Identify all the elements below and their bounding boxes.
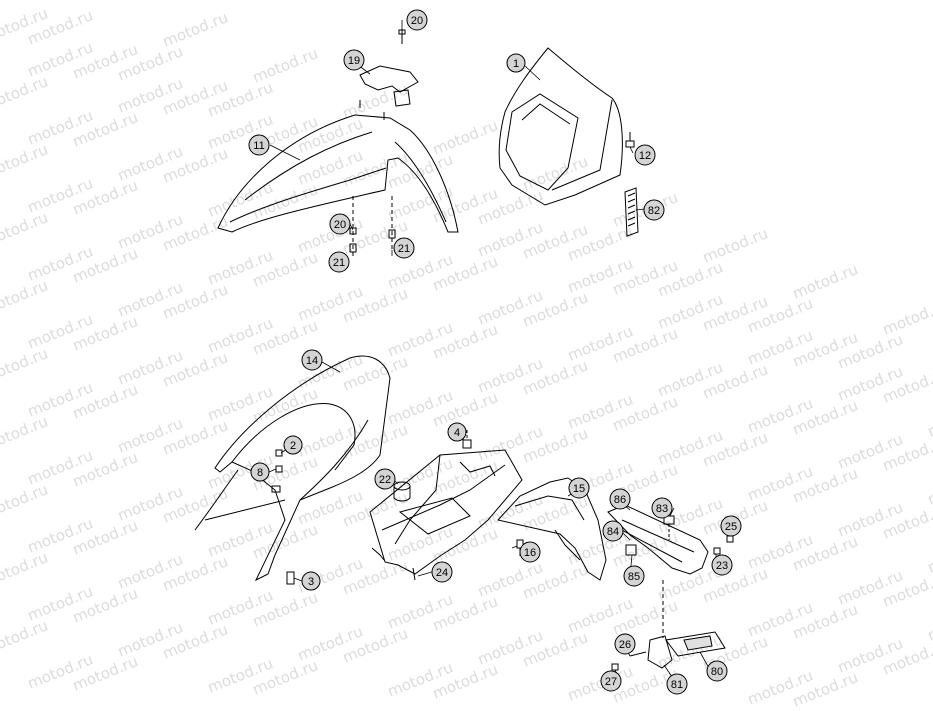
svg-text:26: 26 (619, 639, 631, 651)
svg-text:22: 22 (379, 474, 391, 486)
callout-25: 25 (720, 515, 742, 537)
callout-1: 1 (506, 53, 526, 73)
license-light-bracket-part-81 (611, 580, 726, 671)
rear-mudflap-part-15 (497, 477, 607, 581)
leader-lines (268, 20, 729, 685)
callout-82: 82 (643, 199, 665, 221)
rear-frame-part-24 (369, 430, 523, 581)
callout-8: 8 (250, 462, 270, 482)
svg-text:8: 8 (257, 467, 263, 479)
callout-19: 19 (343, 49, 365, 71)
callout-22: 22 (374, 468, 396, 490)
svg-text:84: 84 (607, 526, 619, 538)
screw-part-12 (625, 132, 635, 148)
svg-text:14: 14 (306, 355, 318, 367)
svg-text:20: 20 (411, 15, 423, 27)
callout-83: 83 (651, 497, 673, 519)
callout-86: 86 (609, 488, 631, 510)
callout-2: 2 (283, 435, 303, 455)
svg-text:1: 1 (513, 58, 519, 70)
svg-text:15: 15 (573, 483, 585, 495)
svg-text:86: 86 (614, 494, 626, 506)
callout-26: 26 (614, 633, 636, 655)
side-cover-fasteners (271, 449, 295, 585)
callout-24: 24 (431, 561, 453, 583)
svg-text:3: 3 (308, 576, 314, 588)
callout-layer: 1 2 3 4 8 11 12 14 15 16 19 20 20 21 21 … (248, 9, 742, 695)
callout-16: 16 (519, 541, 541, 563)
callout-15: 15 (568, 477, 590, 499)
front-fender-part (217, 100, 459, 233)
svg-text:11: 11 (253, 140, 264, 152)
svg-text:82: 82 (648, 205, 660, 217)
svg-text:24: 24 (436, 567, 448, 579)
callout-27: 27 (600, 670, 622, 692)
callout-81: 81 (666, 673, 688, 695)
svg-text:27: 27 (605, 676, 617, 688)
svg-text:4: 4 (454, 427, 460, 439)
svg-text:21: 21 (333, 257, 345, 269)
callout-4: 4 (447, 422, 467, 442)
svg-text:85: 85 (628, 571, 640, 583)
svg-text:25: 25 (725, 521, 737, 533)
grommet-part-22 (393, 481, 411, 502)
callout-21-right: 21 (393, 237, 415, 259)
fender-bolts-part-21 (349, 196, 396, 256)
svg-text:19: 19 (348, 55, 360, 67)
svg-text:12: 12 (639, 150, 651, 162)
svg-text:21: 21 (398, 243, 410, 255)
callout-11: 11 (248, 134, 270, 156)
fender-bracket-part-19 (359, 29, 419, 107)
callout-14: 14 (301, 349, 323, 371)
svg-text:16: 16 (524, 547, 536, 559)
svg-text:80: 80 (711, 666, 723, 678)
svg-text:20: 20 (334, 219, 346, 231)
callout-85: 85 (623, 565, 645, 587)
callout-20-top: 20 (406, 9, 428, 31)
callout-3: 3 (301, 571, 321, 591)
reflector-part-82 (624, 187, 639, 237)
callout-21-left: 21 (328, 251, 350, 273)
callout-84: 84 (602, 520, 624, 542)
side-cover-part-14 (194, 355, 391, 582)
svg-text:23: 23 (716, 560, 728, 572)
svg-text:2: 2 (290, 440, 296, 452)
svg-text:83: 83 (656, 503, 668, 515)
headlight-mask-part (498, 47, 623, 206)
svg-text:81: 81 (671, 679, 683, 691)
callout-20-bottom: 20 (329, 213, 351, 235)
callout-80: 80 (706, 660, 728, 682)
callout-12: 12 (634, 144, 656, 166)
callout-23: 23 (711, 554, 733, 576)
